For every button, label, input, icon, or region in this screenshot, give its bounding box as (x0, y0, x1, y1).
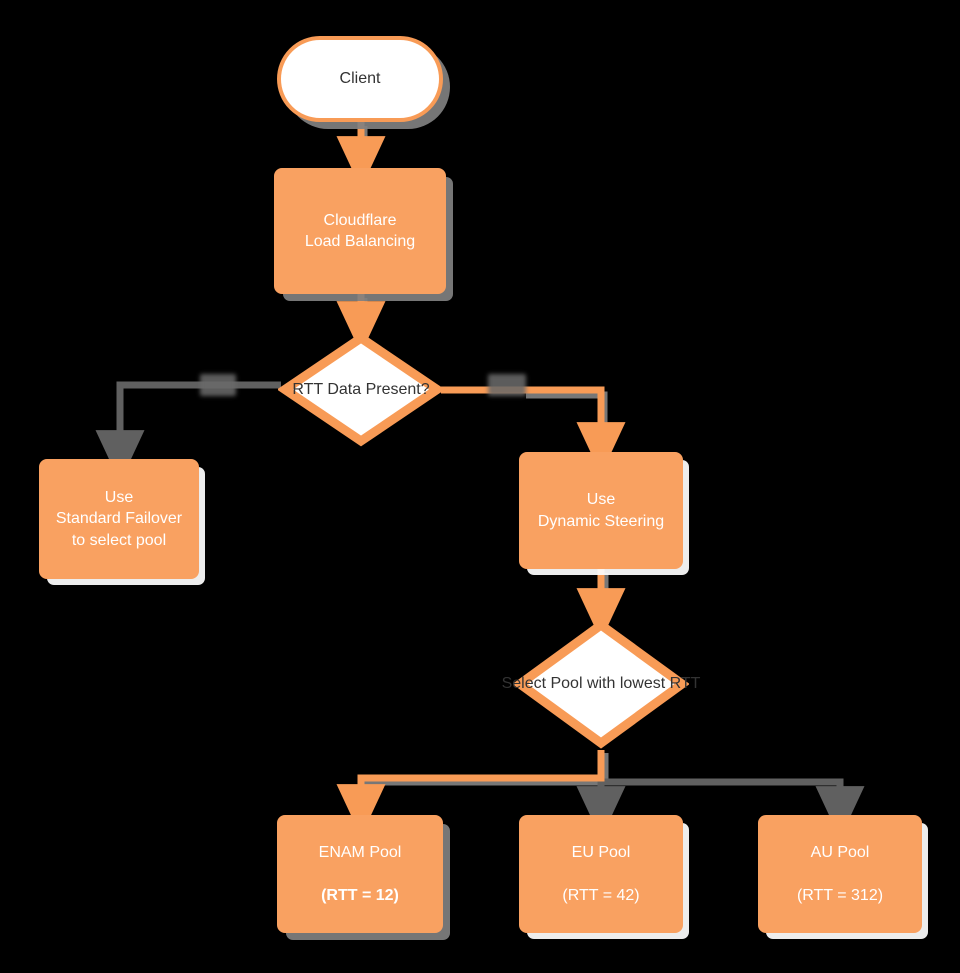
edge-select-to-eu (576, 778, 626, 839)
node-cloudflare-load-balancing-label: Cloudflare Load Balancing (304, 211, 416, 250)
node-au-pool-rtt: (RTT = 312) (796, 886, 884, 904)
node-cloudflare-load-balancing[interactable]: Cloudflare Load Balancing (274, 168, 446, 294)
node-au-pool-text: AU Pool (RTT = 312) (797, 842, 883, 905)
node-enam-pool-text: ENAM Pool (RTT = 12) (319, 842, 402, 905)
edge-label-rtt-yes (488, 374, 526, 396)
node-eu-pool-rtt: (RTT = 42) (562, 886, 640, 904)
diamond-shape-icon (513, 619, 689, 749)
node-client[interactable]: Client (277, 36, 443, 122)
node-enam-pool-rtt: (RTT = 12) (321, 886, 399, 904)
edge-select-to-enam (336, 750, 605, 837)
node-eu-pool-label: EU Pool (571, 844, 631, 862)
node-standard-failover-label: Use Standard Failover to select pool (55, 489, 183, 549)
node-select-pool-lowest-rtt[interactable]: Select Pool with lowest RTT (502, 618, 700, 750)
inactive-edge-group (95, 381, 865, 839)
node-dynamic-steering-label: Use Dynamic Steering (537, 491, 665, 530)
node-au-pool-label: AU Pool (810, 844, 870, 862)
diamond-shape-icon (278, 332, 444, 447)
node-eu-pool-text: EU Pool (RTT = 42) (562, 842, 639, 905)
node-eu-pool[interactable]: EU Pool (RTT = 42) (519, 815, 683, 933)
node-enam-pool[interactable]: ENAM Pool (RTT = 12) (277, 815, 443, 933)
node-enam-pool-label: ENAM Pool (318, 844, 402, 862)
node-standard-failover[interactable]: Use Standard Failover to select pool (39, 459, 199, 579)
node-au-pool[interactable]: AU Pool (RTT = 312) (758, 815, 922, 933)
edge-select-to-au (605, 778, 865, 839)
node-client-label: Client (339, 70, 381, 88)
node-rtt-data-present[interactable]: RTT Data Present? (278, 331, 444, 448)
node-dynamic-steering[interactable]: Use Dynamic Steering (519, 452, 683, 569)
edge-rtt-yes-to-steering (441, 386, 626, 475)
edge-label-rtt-no (200, 374, 236, 396)
